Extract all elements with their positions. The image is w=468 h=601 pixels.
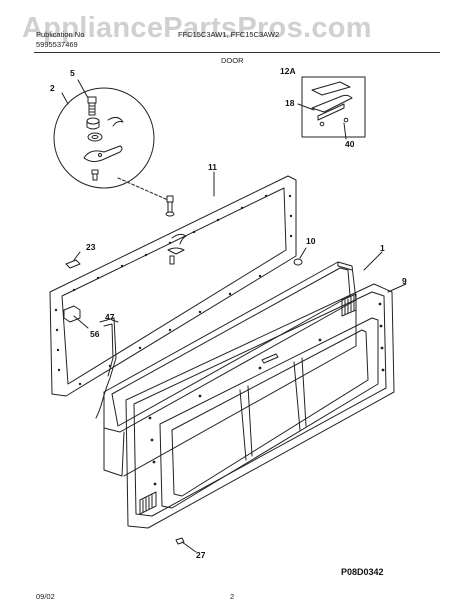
part-10-clip: [293, 247, 307, 266]
watermark-text: AppliancePartsPros.com: [22, 12, 372, 44]
callout-leaders: [213, 171, 407, 293]
callout-11: 11: [208, 162, 217, 172]
footer-page-number: 2: [230, 592, 235, 601]
handle-detail-box: [297, 76, 366, 140]
publication-number: 5995537469: [36, 40, 78, 49]
callout-2: 2: [50, 83, 55, 93]
callout-40: 40: [345, 139, 355, 149]
callout-56: 56: [90, 329, 100, 339]
footer-date: 09/02: [36, 592, 55, 601]
diagram-code: P08D0342: [341, 567, 384, 577]
callout-18: 18: [285, 98, 295, 108]
hinge-detail-circle: [53, 79, 169, 201]
callout-10: 10: [306, 236, 316, 246]
callout-47: 47: [105, 312, 115, 322]
hinge-screw-parts: [165, 195, 187, 265]
callout-9: 9: [402, 276, 407, 286]
header-rule: [34, 52, 440, 53]
callout-27: 27: [196, 550, 206, 560]
callout-5: 5: [70, 68, 75, 78]
callout-23: 23: [86, 242, 96, 252]
publication-label: Publication No: [36, 30, 85, 39]
callout-12a: 12A: [280, 66, 296, 76]
model-numbers: FFC15C3AW1, FFC15C3AW2: [178, 30, 280, 39]
door-outer-trim: [125, 283, 395, 553]
section-title: DOOR: [221, 56, 244, 65]
callout-1: 1: [380, 243, 385, 253]
door-liner-frame: [49, 175, 297, 419]
